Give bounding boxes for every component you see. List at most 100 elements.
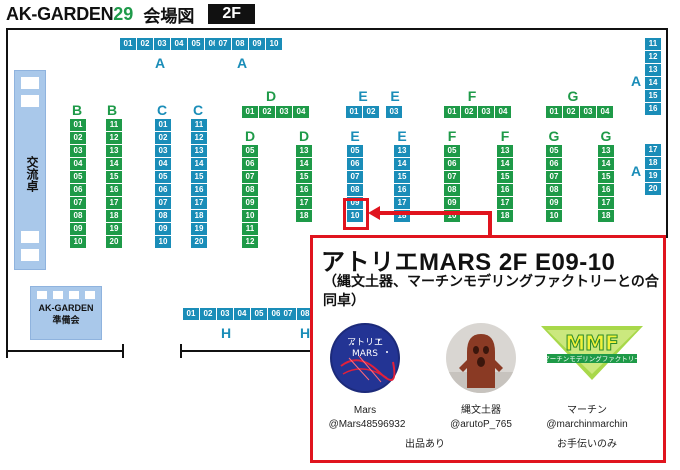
booth-cell: 14 bbox=[191, 158, 207, 170]
booth-cell: 07 bbox=[70, 197, 86, 209]
booth-cell: 09 bbox=[242, 197, 258, 209]
booth-cell: 07 bbox=[280, 308, 296, 320]
booth-cell: 11 bbox=[645, 38, 661, 50]
booth-cell: 01 bbox=[155, 119, 171, 131]
booth-cell: 20 bbox=[191, 236, 207, 248]
staff-area-name: AK-GARDEN bbox=[38, 303, 94, 313]
booth-cell: 16 bbox=[497, 184, 513, 196]
booth-cell: 18 bbox=[645, 157, 661, 169]
booth-cell: 02 bbox=[563, 106, 579, 118]
booth-cell: 05 bbox=[188, 38, 204, 50]
booth-cell: 01 bbox=[346, 106, 362, 118]
booth-cell: 09 bbox=[444, 197, 460, 209]
booth-cell: 01 bbox=[242, 106, 258, 118]
booth-cell: 14 bbox=[598, 158, 614, 170]
booth-cell: 03 bbox=[154, 38, 170, 50]
row-label-c: C bbox=[192, 102, 204, 118]
booth-cell: 11 bbox=[191, 119, 207, 131]
arrow-connector bbox=[488, 211, 492, 237]
row-label-g: G bbox=[548, 128, 560, 144]
row-label-g: G bbox=[600, 128, 612, 144]
mars-logo-line1: アトリエ bbox=[347, 338, 383, 348]
row-label-e: E bbox=[350, 128, 360, 144]
wall-bottom-mid bbox=[180, 350, 310, 352]
booth-cell: 15 bbox=[645, 90, 661, 102]
arrow-head-icon bbox=[368, 206, 380, 220]
row-label-d: D bbox=[244, 128, 256, 144]
booth-cell: 06 bbox=[242, 158, 258, 170]
booth-cell: 19 bbox=[106, 223, 122, 235]
booth-cell: 12 bbox=[242, 236, 258, 248]
circle-subtitle: （縄文土器、マーチンモデリングファクトリーとの合同卓） bbox=[323, 273, 659, 308]
booth-cell: 02 bbox=[200, 308, 216, 320]
booth-cell: 16 bbox=[191, 184, 207, 196]
booth-cell: 04 bbox=[171, 38, 187, 50]
booth-cell: 18 bbox=[497, 210, 513, 222]
wall-post-mid bbox=[180, 344, 182, 358]
booth-cell: 18 bbox=[598, 210, 614, 222]
row-label-g: G bbox=[567, 88, 579, 104]
member-3-handle: @marchinmarchin bbox=[546, 419, 628, 430]
row-label-f: F bbox=[467, 88, 477, 104]
wall-left bbox=[6, 28, 8, 358]
mmf-logo: MMF マーチンモデリングファクトリー bbox=[539, 324, 645, 382]
booth-cell: 02 bbox=[259, 106, 275, 118]
booth-cell: 01 bbox=[183, 308, 199, 320]
booth-cell: 02 bbox=[155, 132, 171, 144]
member-1-handle: @Mars48596932 bbox=[328, 419, 406, 430]
circle-info-panel: アトリエMARS 2F E09-10 （縄文土器、マーチンモデリングファクトリー… bbox=[310, 235, 666, 463]
koryu-label: 交流卓 bbox=[25, 156, 39, 192]
booth-cell: 19 bbox=[191, 223, 207, 235]
booth-cell: 14 bbox=[497, 158, 513, 170]
booth-cell: 15 bbox=[497, 171, 513, 183]
booth-cell: 12 bbox=[191, 132, 207, 144]
row-label-b: B bbox=[71, 102, 83, 118]
booth-cell: 10 bbox=[155, 236, 171, 248]
booth-cell: 09 bbox=[70, 223, 86, 235]
booth-cell: 13 bbox=[394, 145, 410, 157]
row-label-f: F bbox=[447, 128, 457, 144]
booth-cell: 04 bbox=[70, 158, 86, 170]
booth-cell: 06 bbox=[546, 158, 562, 170]
staff-area: AK-GARDEN 準備会 bbox=[30, 286, 102, 340]
booth-cell: 04 bbox=[293, 106, 309, 118]
booth-cell: 16 bbox=[645, 103, 661, 115]
booth-cell: 05 bbox=[70, 171, 86, 183]
booth-cell: 05 bbox=[546, 145, 562, 157]
booth-cell: 01 bbox=[70, 119, 86, 131]
booth-cell: 10 bbox=[266, 38, 282, 50]
booth-cell: 09 bbox=[155, 223, 171, 235]
floor-badge: 2F bbox=[208, 4, 255, 24]
booth-cell: 16 bbox=[106, 184, 122, 196]
booth-cell: 17 bbox=[497, 197, 513, 209]
member-2-handle: @arutoP_765 bbox=[450, 419, 512, 430]
booth-cell: 05 bbox=[251, 308, 267, 320]
booth-cell: 14 bbox=[394, 158, 410, 170]
booth-cell: 16 bbox=[394, 184, 410, 196]
booth-cell: 04 bbox=[495, 106, 511, 118]
booth-cell: 04 bbox=[155, 158, 171, 170]
booth-cell: 05 bbox=[444, 145, 460, 157]
booth-cell: 07 bbox=[444, 171, 460, 183]
wall-bottom-left bbox=[6, 350, 124, 352]
row-label-d: D bbox=[265, 88, 277, 104]
booth-cell: 15 bbox=[394, 171, 410, 183]
booth-cell: 07 bbox=[215, 38, 231, 50]
booth-cell: 07 bbox=[242, 171, 258, 183]
booth-cell: 17 bbox=[191, 197, 207, 209]
wall-right bbox=[666, 28, 668, 238]
booth-cell: 09 bbox=[249, 38, 265, 50]
row-label-e: E bbox=[358, 88, 368, 104]
wall-top bbox=[6, 28, 668, 30]
map-label: 会場図 bbox=[143, 6, 195, 26]
booth-cell: 06 bbox=[444, 158, 460, 170]
booth-cell: 13 bbox=[598, 145, 614, 157]
booth-cell: 14 bbox=[296, 158, 312, 170]
booth-cell: 18 bbox=[191, 210, 207, 222]
booth-cell: 06 bbox=[347, 158, 363, 170]
row-label-e: E bbox=[397, 128, 407, 144]
booth-cell: 08 bbox=[546, 184, 562, 196]
booth-cell: 08 bbox=[232, 38, 248, 50]
booth-cell: 02 bbox=[461, 106, 477, 118]
booth-cell: 03 bbox=[478, 106, 494, 118]
